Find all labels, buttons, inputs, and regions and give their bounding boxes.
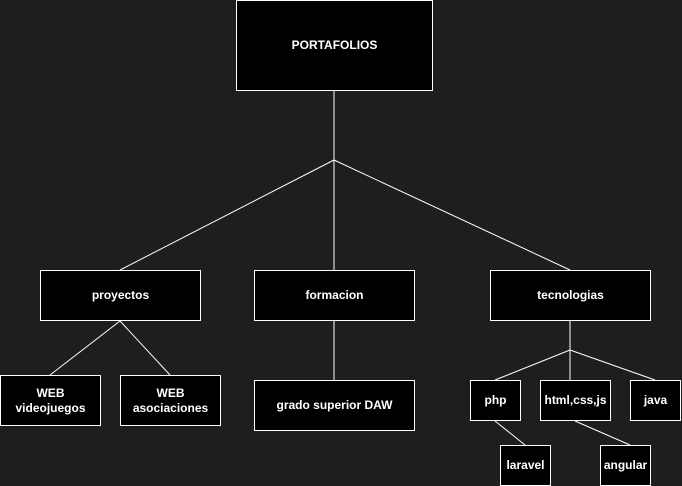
edge-junction-proyectos <box>119 159 335 271</box>
edge-junction-java <box>569 349 656 381</box>
node-grado-superior-daw: grado superior DAW <box>254 380 415 431</box>
node-web-asociaciones: WEB asociaciones <box>120 375 221 426</box>
node-html-css-js-label: html,css,js <box>544 393 607 407</box>
node-laravel-label: laravel <box>506 458 545 472</box>
node-proyectos-label: proyectos <box>91 288 150 302</box>
node-portafolios-label: PORTAFOLIOS <box>291 38 378 52</box>
node-proyectos: proyectos <box>40 270 201 321</box>
edge-html-angular <box>574 420 631 446</box>
edge-proyectos-webv <box>49 320 121 376</box>
node-html-css-js: html,css,js <box>540 380 611 421</box>
node-portafolios: PORTAFOLIOS <box>236 0 433 91</box>
node-angular-label: angular <box>603 458 648 472</box>
node-formacion-label: formacion <box>305 288 364 302</box>
node-web-videojuegos: WEB videojuegos <box>0 375 101 426</box>
edge-junction-php <box>494 349 571 381</box>
node-web-asociaciones-label: WEB asociaciones <box>132 385 209 415</box>
edge-proyectos-weba <box>119 320 171 376</box>
node-formacion: formacion <box>254 270 415 321</box>
node-angular: angular <box>600 445 651 486</box>
edge-php-laravel <box>494 420 526 446</box>
node-php-label: php <box>484 393 507 407</box>
node-php: php <box>470 380 521 421</box>
node-tecnologias: tecnologias <box>490 270 651 321</box>
node-web-videojuegos-label: WEB videojuegos <box>15 385 86 415</box>
node-java-label: java <box>643 393 668 407</box>
node-laravel: laravel <box>500 445 551 486</box>
node-grado-superior-daw-label: grado superior DAW <box>276 398 393 412</box>
node-java: java <box>630 380 681 421</box>
edge-junction-tecnologias <box>333 159 571 271</box>
node-tecnologias-label: tecnologias <box>537 288 604 302</box>
